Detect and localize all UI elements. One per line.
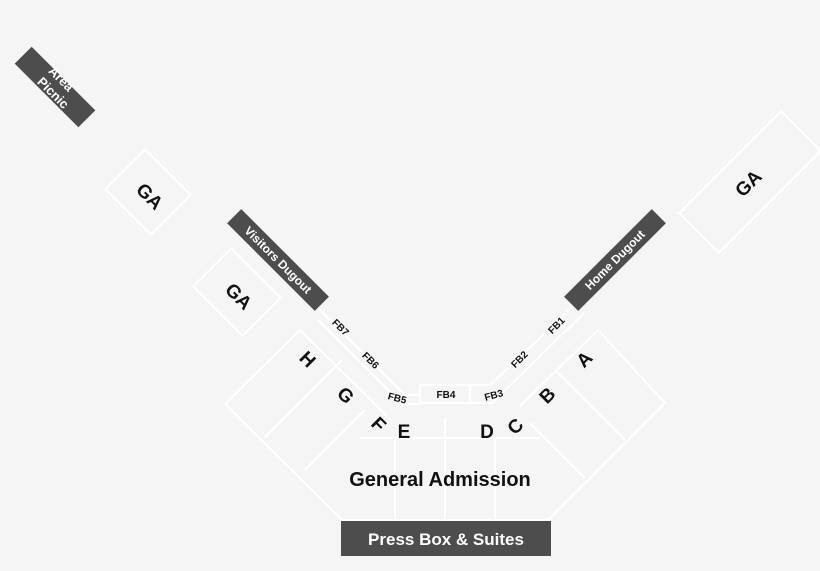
section-d-label[interactable]: D (480, 422, 494, 443)
fb4-label[interactable]: FB4 (437, 390, 456, 401)
area-picnic-banner (14, 46, 96, 128)
area-picnic[interactable]: Area Picnic (14, 46, 96, 128)
visitors-dugout-banner (227, 209, 329, 311)
ga-right-label: GA (731, 166, 766, 201)
fb4-box[interactable] (419, 384, 471, 404)
home-dugout[interactable]: Home Dugout (564, 209, 666, 311)
fb-strip-right-inner (470, 312, 585, 404)
divider-a-b (554, 369, 626, 441)
press-box[interactable]: Press Box & Suites (341, 521, 551, 556)
section-ga-left[interactable] (191, 246, 283, 338)
general-admission-label[interactable]: General Admission (349, 469, 531, 491)
divider-f-g (304, 409, 366, 471)
press-box-label: Press Box & Suites (368, 530, 524, 549)
section-f-label[interactable]: F (366, 413, 389, 436)
section-c-label[interactable]: C (504, 415, 529, 440)
fb-strip-left[interactable] (319, 309, 420, 396)
fb-strip-left-inner (317, 319, 420, 405)
home-dugout-banner (564, 209, 666, 311)
press-box-banner (341, 521, 551, 556)
fb3-label[interactable]: FB3 (483, 388, 505, 404)
ga-left-label: GA (220, 279, 255, 314)
divider-g-h (264, 359, 343, 438)
stand-outer[interactable] (224, 328, 667, 521)
section-g-label[interactable]: G (332, 383, 357, 408)
stand-left-outer-top (224, 328, 388, 417)
section-e-label[interactable]: E (398, 422, 411, 443)
ga-left-top-label: GA (131, 179, 166, 214)
section-h-label[interactable]: H (295, 348, 320, 373)
section-ga-left-top[interactable] (104, 148, 192, 236)
fb-strip-right[interactable] (470, 299, 581, 386)
fb5-label[interactable]: FB5 (386, 391, 408, 407)
section-outlines (104, 109, 820, 521)
divider-b-c (529, 422, 586, 479)
home-dugout-label: Home Dugout (582, 227, 648, 293)
fb1-label[interactable]: FB1 (546, 315, 567, 336)
section-ga-right[interactable] (677, 109, 820, 255)
visitors-dugout-label: Visitors Dugout (242, 224, 315, 297)
